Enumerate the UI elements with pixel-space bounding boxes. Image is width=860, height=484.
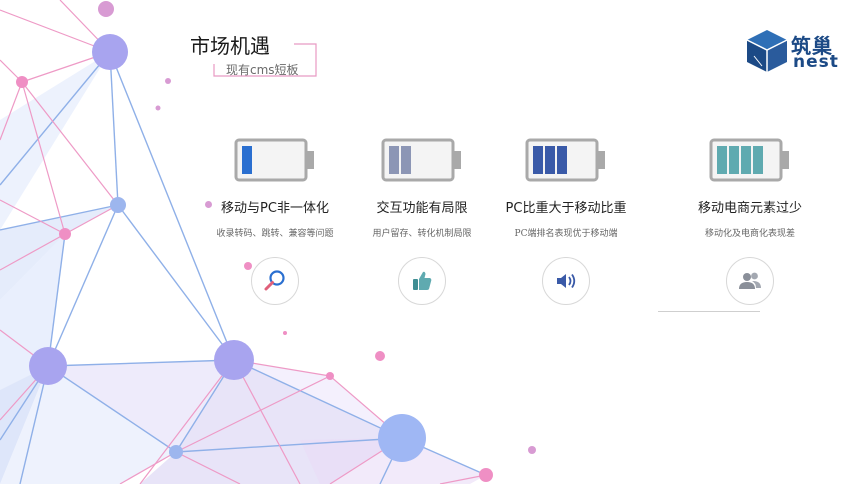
- battery-segment: [401, 146, 411, 174]
- brand-logo: [744, 28, 844, 78]
- feature-icon-button[interactable]: [398, 257, 446, 305]
- divider: [658, 311, 760, 312]
- page-title: 市场机遇: [190, 34, 270, 58]
- battery-icon: [709, 138, 789, 182]
- thumbs-up-icon: [413, 271, 432, 290]
- feature-icon-button[interactable]: [251, 257, 299, 305]
- battery-segment: [242, 146, 252, 174]
- feature-card: PC比重大于移动比重 PC端排名表现优于移动端: [476, 138, 656, 305]
- battery-segment: [741, 146, 751, 174]
- users-icon: [739, 272, 761, 289]
- battery-icon: [381, 138, 461, 182]
- feature-icon-button[interactable]: [542, 257, 590, 305]
- battery-segment: [557, 146, 567, 174]
- feature-card: 交互功能有局限 用户留存、转化机制局限: [332, 138, 512, 305]
- brand-name-en: nest: [793, 52, 839, 72]
- brand-name-cn: 筑巢: [791, 34, 833, 58]
- feature-description: PC端排名表现优于移动端: [514, 229, 618, 239]
- magnifier-icon: [264, 270, 285, 291]
- battery-segment: [545, 146, 555, 174]
- battery-segment: [753, 146, 763, 174]
- battery-segment: [729, 146, 739, 174]
- cube-logo-icon: [746, 30, 788, 72]
- feature-description: 用户留存、转化机制局限: [372, 229, 472, 239]
- battery-segment: [389, 146, 399, 174]
- battery-icon: [234, 138, 314, 182]
- feature-title: 移动与PC非一体化: [221, 201, 329, 216]
- feature-icon-button[interactable]: [726, 257, 774, 305]
- feature-title: PC比重大于移动比重: [505, 201, 627, 216]
- feature-title: 移动电商元素过少: [697, 201, 802, 216]
- feature-description: 收录转码、跳转、兼容等问题: [216, 229, 334, 239]
- decorative-dot: [205, 201, 212, 208]
- feature-description: 移动化及电商化表现差: [704, 229, 795, 239]
- speaker-icon: [557, 273, 576, 289]
- feature-card: 移动电商元素过少 移动化及电商化表现差: [660, 138, 840, 305]
- battery-segment: [717, 146, 727, 174]
- feature-title: 交互功能有局限: [376, 201, 468, 216]
- title-bracket-decoration: [213, 43, 317, 77]
- battery-segment: [533, 146, 543, 174]
- feature-card: 移动与PC非一体化 收录转码、跳转、兼容等问题: [185, 138, 365, 305]
- page-subtitle: 现有cms短板: [226, 63, 299, 77]
- battery-icon: [525, 138, 605, 182]
